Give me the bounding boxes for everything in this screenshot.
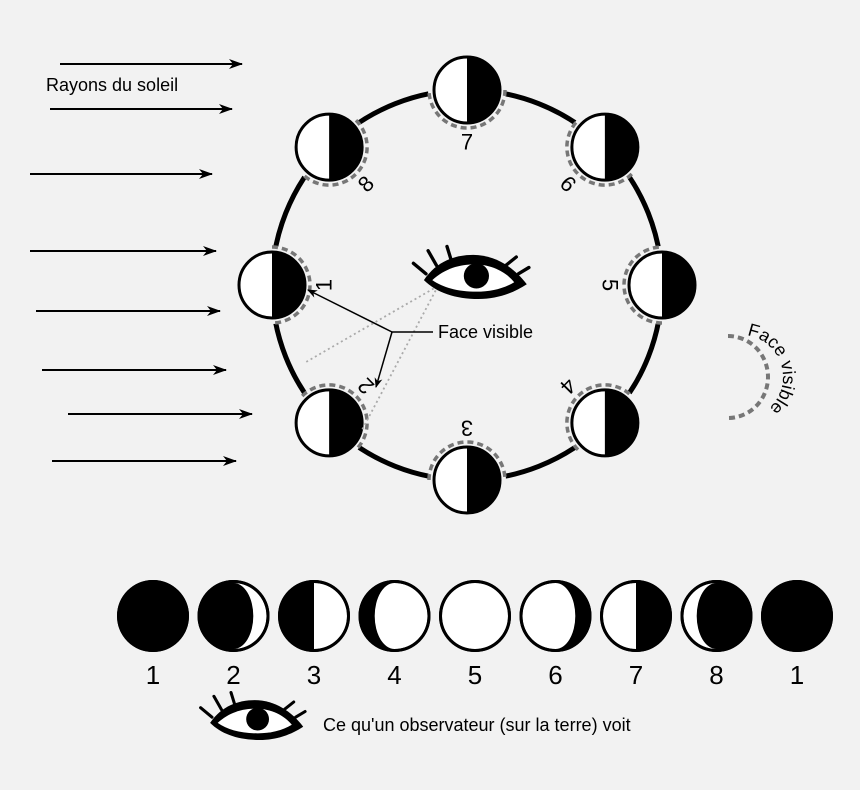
orbit-moons: 1 2 3 4 5 6 7 8 — [233, 51, 701, 519]
sight-lines — [305, 285, 439, 431]
visible-face-arc — [427, 440, 507, 481]
face-visible-arc-label: Face visible — [746, 320, 799, 419]
phase-label-6: 6 — [548, 660, 562, 690]
orbit-moon-4: 4 — [555, 373, 644, 462]
phase-label-7: 7 — [629, 660, 643, 690]
phase-8: 8 — [680, 580, 753, 690]
phase-9: 1 — [761, 580, 833, 690]
phase-row: 1 2 3 4 5 6 7 8 1 — [117, 580, 833, 690]
phase-label-5: 5 — [468, 660, 482, 690]
orbit-number-8: 8 — [353, 171, 379, 197]
visible-face-arc — [622, 245, 663, 325]
orbit-number-4: 4 — [555, 373, 581, 399]
observer-eye-icon — [199, 690, 307, 740]
phase-6: 6 — [519, 580, 592, 690]
observer-caption: Ce qu'un observateur (sur la terre) voit — [323, 715, 631, 735]
face-visible-arc-group: Face visible — [727, 320, 799, 420]
face-visible-arc — [727, 334, 770, 420]
phase-label-3: 3 — [307, 660, 321, 690]
orbit-number-1: 1 — [312, 279, 337, 291]
phase-label-4: 4 — [387, 660, 401, 690]
phase-4: 4 — [358, 580, 431, 690]
orbit-number-7: 7 — [461, 130, 473, 155]
eye-icon — [411, 244, 531, 299]
visible-face-arc — [271, 245, 312, 325]
orbit-moon-7: 7 — [427, 51, 507, 155]
phase-1: 1 — [117, 580, 189, 690]
phase-label-8: 8 — [709, 660, 723, 690]
orbit-number-6: 6 — [555, 171, 581, 197]
orbit-moon-8: 8 — [290, 108, 379, 197]
orbit-number-2: 2 — [353, 373, 379, 399]
phase-2: 2 — [197, 580, 270, 690]
orbit-moon-2: 2 — [290, 373, 379, 462]
sun-rays — [30, 59, 253, 466]
phase-7: 7 — [600, 580, 672, 690]
phase-5: 5 — [439, 580, 511, 690]
orbit-moon-1: 1 — [233, 245, 337, 325]
sun-rays-label: Rayons du soleil — [46, 75, 178, 95]
orbit-moon-3: 3 — [427, 416, 507, 519]
phase-label-2: 2 — [226, 660, 240, 690]
visible-face-arc — [565, 383, 633, 451]
visible-face-arc — [301, 119, 369, 187]
visible-face-arc — [301, 383, 369, 451]
phase-3: 3 — [278, 580, 350, 690]
visible-face-arc — [565, 119, 633, 187]
face-visible-label: Face visible — [438, 322, 533, 342]
orbit-number-5: 5 — [598, 279, 623, 291]
phase-label-1: 1 — [146, 660, 160, 690]
face-visible-callout: Face visible — [307, 289, 533, 388]
orbit-number-3: 3 — [461, 416, 473, 441]
phase-label-9: 1 — [790, 660, 804, 690]
orbit-moon-6: 6 — [555, 108, 644, 197]
orbit-moon-5: 5 — [598, 245, 701, 325]
visible-face-arc — [427, 89, 507, 130]
